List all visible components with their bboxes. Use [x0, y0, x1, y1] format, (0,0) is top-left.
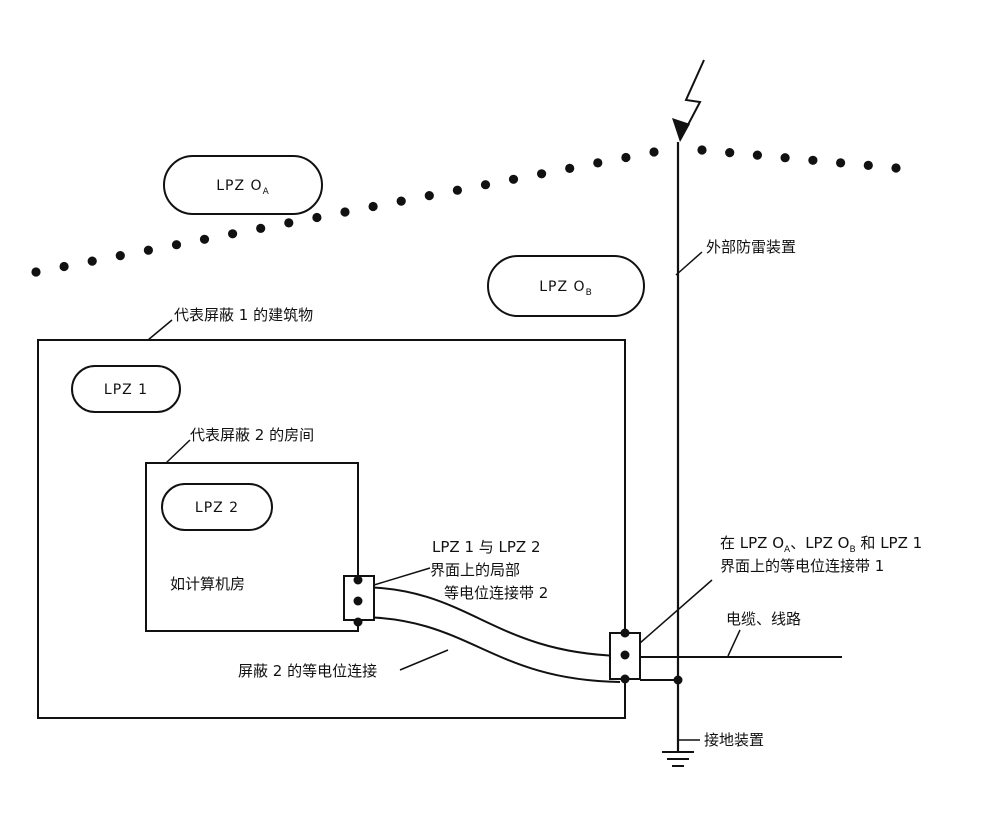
boundary-dot — [31, 267, 41, 277]
zone-lpz2-label: LPZ 2 — [195, 500, 239, 516]
boundary-dot — [565, 163, 575, 173]
room-shield-2 — [145, 462, 359, 632]
zone-lpz0a-label: LPZ OA — [216, 178, 269, 197]
boundary-dot — [836, 158, 846, 168]
boundary-dot — [284, 218, 294, 228]
label-local-bonding-bar-1: LPZ 1 与 LPZ 2 — [432, 538, 541, 556]
boundary-dot — [143, 245, 153, 255]
boundary-dot — [87, 256, 97, 266]
boundary-dot — [115, 251, 125, 261]
boundary-dot — [396, 196, 406, 206]
label-main-bonding-bar-1: 在 LPZ OA、LPZ OB 和 LPZ 1 — [720, 534, 922, 555]
protection-zone-boundary — [31, 145, 901, 277]
boundary-dot — [725, 148, 735, 158]
boundary-dot — [312, 212, 322, 223]
boundary-dot — [780, 153, 790, 163]
boundary-dot — [752, 150, 763, 160]
boundary-dot — [59, 261, 69, 272]
zone-lpz2: LPZ 2 — [161, 483, 273, 531]
label-building-shield1: 代表屏蔽 1 的建筑物 — [174, 306, 313, 324]
label-local-bonding-bar-3: 等电位连接带 2 — [444, 584, 548, 602]
zone-lpz0a: LPZ OA — [163, 155, 323, 215]
label-cables-lines: 电缆、线路 — [726, 610, 801, 628]
boundary-dot — [697, 145, 707, 155]
boundary-dot — [593, 158, 603, 168]
boundary-dot — [808, 155, 818, 165]
boundary-dot — [508, 174, 519, 184]
boundary-dot — [480, 180, 491, 190]
building-shield-1 — [37, 339, 626, 719]
lightning-bolt-icon — [672, 59, 705, 142]
label-shield2-bonding: 屏蔽 2 的等电位连接 — [238, 662, 377, 680]
zone-lpz1: LPZ 1 — [71, 365, 181, 413]
boundary-dot — [424, 191, 434, 201]
label-earthing-device: 接地装置 — [704, 731, 764, 749]
zone-lpz1-label: LPZ 1 — [104, 382, 148, 398]
boundary-dot — [649, 147, 659, 157]
label-room-shield2: 代表屏蔽 2 的房间 — [190, 426, 314, 444]
boundary-dot — [256, 223, 266, 233]
label-local-bonding-bar-2: 界面上的局部 — [430, 561, 520, 579]
boundary-dot — [171, 240, 182, 250]
boundary-dot — [621, 152, 631, 163]
boundary-dot — [452, 185, 462, 195]
label-external-lightning-protection: 外部防雷装置 — [706, 238, 796, 256]
zone-lpz0b: LPZ OB — [487, 255, 645, 317]
ground-symbol-icon — [662, 751, 694, 767]
shielded-cable — [357, 586, 621, 683]
boundary-dot — [863, 160, 873, 170]
zone-lpz0b-label: LPZ OB — [539, 279, 593, 298]
leader-lines — [147, 251, 741, 741]
boundary-dot — [891, 163, 901, 173]
bonding-terminal-icon — [609, 628, 641, 684]
boundary-dot — [368, 201, 378, 212]
boundary-dot — [199, 234, 210, 244]
boundary-dot — [537, 169, 547, 179]
bonding-terminal-icon — [343, 575, 375, 627]
boundary-dot — [340, 207, 350, 217]
label-computer-room: 如计算机房 — [170, 575, 245, 593]
label-main-bonding-bar-2: 界面上的等电位连接带 1 — [720, 557, 884, 575]
boundary-dot — [228, 229, 238, 239]
